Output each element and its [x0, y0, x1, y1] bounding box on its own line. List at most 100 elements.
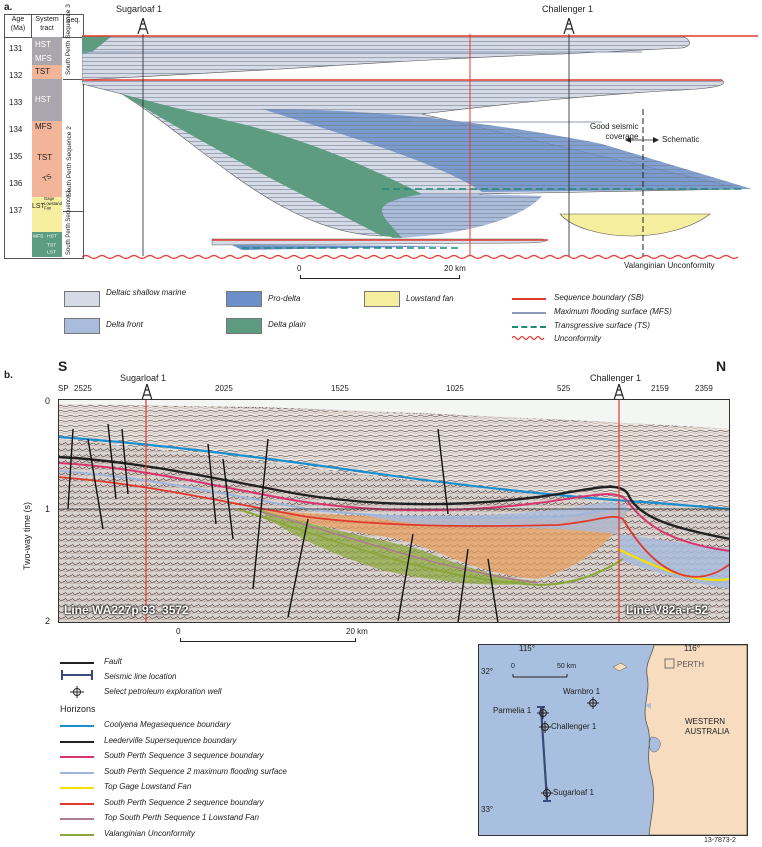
unconformity-wave — [82, 254, 739, 260]
well-symbol-icon — [70, 686, 84, 698]
legend-well: Select petroleum exploration well — [104, 687, 222, 696]
horizon-swatch — [60, 833, 94, 836]
map-lon: 115° — [519, 644, 535, 653]
seismic-line-icon — [61, 670, 93, 680]
seq2-label: South Perth Sequence 2 — [66, 126, 73, 197]
legend-pro-delta: Pro-delta — [268, 294, 301, 303]
small-lst: LST — [47, 250, 56, 255]
map-lat: 33° — [481, 805, 494, 814]
scale-zero: 0 — [176, 627, 181, 636]
good-seismic-label: Good seismic coverage — [590, 122, 639, 141]
map-well-challenger: Challenger 1 — [551, 722, 597, 731]
swatch-lowstand — [364, 291, 400, 307]
schematic-label: Schematic — [662, 135, 700, 144]
derrick-icon — [563, 18, 575, 34]
age-label: 134 — [9, 125, 23, 134]
scale-km: 20 km — [346, 627, 368, 636]
horizon-label: Valanginian Unconformity — [104, 828, 195, 838]
south-label: S — [58, 358, 68, 374]
col-age-header: Age (Ma) — [5, 15, 32, 38]
map-lat: 32° — [481, 667, 494, 676]
col-seq-header: Seq. — [63, 15, 83, 38]
age-label: 136 — [9, 179, 23, 188]
col-tract-header: System tract — [31, 15, 64, 38]
well-label-challenger-b: Challenger 1 — [590, 373, 642, 383]
map-well-sugarloaf: Sugarloaf 1 — [553, 788, 594, 797]
legend-ts-line — [512, 326, 546, 328]
horizon-label: Top South Perth Sequence 1 Lowstand Fan — [104, 813, 259, 822]
horizon-label: South Perth Sequence 3 sequence boundary — [104, 751, 264, 760]
shot-point: 525 — [557, 384, 571, 393]
age-label: 131 — [9, 44, 23, 53]
derrick-icon — [137, 18, 149, 34]
map-well-warnbro: Warnbro 1 — [563, 687, 601, 696]
map-scale-km: 50 km — [557, 663, 577, 670]
figure-id: 13-7873-2 — [704, 837, 736, 844]
seq3-label: South Perth Sequence 3 — [65, 4, 72, 75]
small-mfs: MFS — [33, 234, 44, 239]
tract-tst: TST — [37, 153, 53, 162]
legend-seismic-line: Seismic line location — [104, 672, 177, 681]
horizon-seq3-sb — [58, 462, 730, 552]
legend-lowstand: Lowstand fan — [406, 294, 454, 303]
map-region: WESTERN AUSTRALIA — [685, 717, 730, 736]
age-label: 137 — [9, 206, 23, 215]
tract-tst: TST — [35, 67, 51, 76]
legend-mfs-line — [512, 312, 546, 314]
shot-point: 2025 — [215, 384, 233, 393]
legend-sb-line — [512, 298, 546, 300]
land-mass — [644, 645, 747, 835]
map-lon: 116° — [684, 644, 700, 653]
small-tst: TST — [47, 243, 57, 248]
horizon-seq2-sb — [58, 476, 730, 578]
small-hst: HST — [47, 234, 57, 239]
shot-point: 2525 — [74, 384, 92, 393]
swatch-deltaic — [64, 291, 100, 307]
fault-lines — [67, 423, 499, 623]
sp-label: SP — [58, 384, 69, 393]
map-well-parmelia: Parmelia 1 — [493, 706, 532, 715]
gage-fan-label: Gage Lowstand Fan — [44, 197, 62, 211]
scale-bar-a — [300, 275, 460, 279]
horizon-label: Coolyena Megasequence boundary — [104, 720, 231, 729]
shot-point: 2359 — [695, 384, 713, 393]
shot-point: 2159 — [651, 384, 669, 393]
unconformity-label: Valanginian Unconformity — [624, 261, 715, 270]
well-label-sugarloaf-b: Sugarloaf 1 — [120, 373, 167, 383]
seq1-label: South Perth Sequence 1 — [66, 189, 72, 255]
ytick: 1 — [45, 504, 51, 514]
swatch-pro-delta — [226, 291, 262, 307]
horizons-title: Horizons — [60, 704, 96, 714]
age-label: 133 — [9, 98, 23, 107]
legend-sb: Sequence boundary (SB) — [554, 293, 644, 302]
age-label: 132 — [9, 71, 23, 80]
map-perth: PERTH — [677, 660, 704, 669]
lowstand-fan — [559, 213, 711, 237]
swatch-delta-front — [64, 318, 100, 334]
horizon-swatch — [60, 756, 94, 758]
delta-plain-body — [122, 94, 422, 238]
derrick-icon — [613, 384, 625, 400]
tract-hst: HST — [35, 95, 51, 104]
north-label: N — [716, 358, 727, 374]
horizon-seq1-fan — [257, 510, 539, 584]
well-label-challenger: Challenger 1 — [542, 4, 594, 14]
horizon-label: South Perth Sequence 2 maximum flooding … — [104, 766, 287, 776]
legend-unc-wave — [512, 335, 545, 341]
swatch-delta-plain — [226, 318, 262, 334]
scale-zero: 0 — [297, 264, 302, 273]
horizon-swatch — [60, 771, 94, 774]
horizon-label: Leederville Supersequence boundary — [104, 735, 237, 745]
age-label: 135 — [9, 152, 23, 161]
panel-a-label: a. — [4, 2, 13, 13]
strat-column: Age (Ma) System tract Seq. 131 132 133 1… — [4, 4, 84, 259]
shot-point: 1525 — [331, 384, 349, 393]
horizon-label: South Perth Sequence 2 sequence boundary — [104, 797, 264, 807]
horizon-seq2-mfs — [58, 470, 629, 520]
ytick: 0 — [45, 396, 51, 406]
ytick: 2 — [45, 616, 51, 626]
line-left-label: Line WA227p 93_3572 — [64, 603, 189, 617]
seismic-section-svg — [58, 399, 730, 623]
legend-mfs: Maximum flooding surface (MFS) — [554, 307, 672, 316]
horizon-swatch — [60, 725, 94, 727]
